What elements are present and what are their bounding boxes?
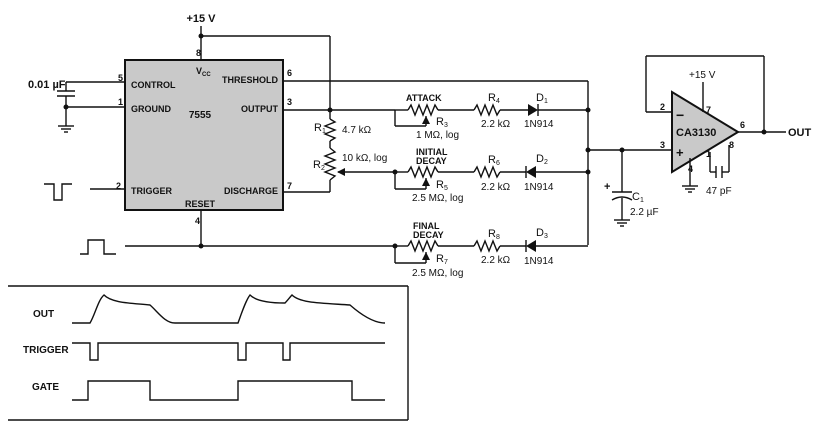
opamp-pin-7: 7 (706, 105, 711, 115)
c1-value: 2.2 µF (630, 207, 659, 218)
opamp-wires (645, 55, 786, 193)
pin-label-control: CONTROL (131, 80, 176, 90)
resistor-r1 (323, 110, 337, 148)
timing-gate-wave (72, 380, 385, 401)
opamp-minus: − (676, 107, 684, 123)
c1-capacitor (588, 147, 672, 227)
pin-label-output: OUTPUT (241, 104, 279, 114)
r3-name: R3 (436, 116, 448, 129)
r4-value: 2.2 kΩ (481, 119, 511, 130)
gate-input-pulse-icon (80, 239, 116, 255)
pin-num-reset: 4 (195, 216, 200, 226)
r1-value: 4.7 kΩ (342, 125, 372, 136)
row-attack (394, 103, 588, 127)
r8-name: R8 (488, 228, 500, 241)
c1-name: C1 (632, 191, 644, 204)
pin-num-trigger: 2 (116, 181, 121, 191)
pin-num-output: 3 (287, 97, 292, 107)
timing-out-wave (72, 293, 386, 324)
pin-num-ground: 1 (118, 97, 123, 107)
pin-label-ground: GROUND (131, 104, 171, 114)
comp-cap-value: 47 pF (706, 186, 732, 197)
timing-gate-label: GATE (32, 382, 59, 393)
r6-name: R6 (488, 154, 500, 167)
pin-label-reset: RESET (185, 199, 216, 209)
r4-name: R4 (488, 92, 500, 105)
vcc-wires (198, 26, 331, 110)
trigger-input-pulse-icon (44, 183, 125, 201)
r1-name: R1 (314, 122, 326, 135)
r2-name: R2 (313, 159, 325, 172)
pin-label-threshold: THRESHOLD (222, 75, 279, 85)
r6-value: 2.2 kΩ (481, 182, 511, 193)
ic-7555-body (124, 59, 284, 211)
opamp-plus: + (676, 145, 684, 160)
r5-name: R5 (436, 179, 448, 192)
out-label: OUT (788, 127, 812, 139)
opamp-pin-6: 6 (740, 120, 745, 130)
r8-value: 2.2 kΩ (481, 255, 511, 266)
d2-part: 1N914 (524, 182, 554, 193)
pin-num-control: 5 (118, 73, 123, 83)
final-decay-label-2: DECAY (413, 230, 444, 240)
control-cap-label: 0.01 µF (28, 79, 66, 91)
d1-part: 1N914 (524, 119, 554, 130)
opamp-name: CA3130 (676, 127, 716, 139)
ic-name: 7555 (189, 110, 212, 121)
opamp-pin-3: 3 (660, 140, 665, 150)
gate-wires (125, 210, 395, 249)
d3-name: D3 (536, 227, 548, 240)
pin-num-threshold: 6 (287, 68, 292, 78)
opamp-pin-1: 1 (706, 149, 711, 159)
timing-trigger-label: TRIGGER (23, 345, 69, 356)
d2-name: D2 (536, 153, 548, 166)
initial-decay-label-2: DECAY (416, 156, 447, 166)
output-wire (283, 107, 395, 113)
opamp-supply: +15 V (689, 70, 716, 81)
row-initial-decay (392, 165, 588, 190)
pin-label-discharge: DISCHARGE (224, 186, 278, 196)
r7-name: R7 (436, 253, 448, 266)
pin-num-discharge: 7 (287, 181, 292, 191)
ic-vcc-label: VCC (196, 66, 211, 78)
resistor-r2 (283, 147, 395, 193)
row-final-decay (392, 239, 588, 264)
final-decay-label-1: FINAL (413, 221, 440, 231)
timing-out-label: OUT (33, 309, 54, 320)
r7-value: 2.5 MΩ, log (412, 268, 463, 279)
supply-top-label: +15 V (186, 13, 216, 25)
r3-value: 1 MΩ, log (416, 130, 459, 141)
initial-decay-label-1: INITIAL (416, 147, 448, 157)
c1-plus: + (604, 181, 610, 193)
pin-label-trigger: TRIGGER (131, 186, 173, 196)
d1-name: D1 (536, 92, 548, 105)
r2-value: 10 kΩ, log (342, 153, 387, 164)
r5-value: 2.5 MΩ, log (412, 193, 463, 204)
attack-label: ATTACK (406, 93, 442, 103)
opamp-pin-8: 8 (729, 140, 734, 150)
pin-num-vcc: 8 (196, 48, 201, 58)
opamp-pin-2: 2 (660, 102, 665, 112)
timing-trigger-wave (72, 342, 385, 361)
d3-part: 1N914 (524, 256, 554, 267)
control-capacitor (57, 81, 125, 133)
opamp-body (671, 90, 740, 174)
